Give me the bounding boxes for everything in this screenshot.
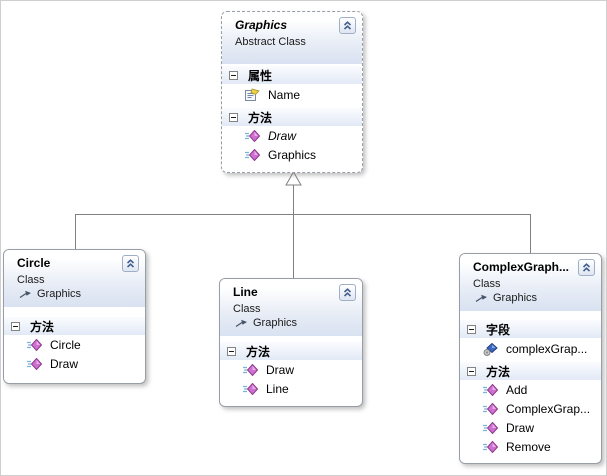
double-chevron-up-icon (123, 258, 139, 269)
collapse-button[interactable] (122, 255, 139, 272)
collapse-section-icon[interactable] (227, 346, 236, 356)
class-header: Circle Class Graphics (4, 250, 145, 307)
method-icon (482, 440, 498, 453)
section-header-methods[interactable]: 方法 (222, 108, 362, 126)
inheritance-connector[interactable] (75, 185, 531, 278)
member-name: Draw (268, 128, 297, 143)
method-icon (26, 357, 42, 370)
member-name: Add (506, 382, 528, 397)
base-type-name: Graphics (253, 317, 298, 329)
member-name: Circle (50, 337, 81, 352)
class-title: Circle (17, 256, 51, 270)
method-icon (482, 421, 498, 434)
member-name: Draw (50, 356, 79, 371)
section-header-fields[interactable]: 字段 (460, 320, 601, 338)
member-row-draw[interactable]: Draw (222, 126, 362, 145)
section-header-methods[interactable]: 方法 (220, 342, 362, 360)
class-kind-label: Class (473, 278, 501, 290)
base-type-name: Graphics (37, 288, 82, 300)
class-kind-label: Class (233, 303, 261, 315)
member-row-remove[interactable]: Remove (460, 437, 601, 456)
section-label-methods: 方法 (248, 110, 273, 125)
class-title: Graphics (235, 18, 288, 32)
class-title: ComplexGraph... (473, 260, 570, 274)
member-row-add[interactable]: Add (460, 380, 601, 399)
base-type-name: Graphics (493, 292, 538, 304)
section-label-methods: 方法 (246, 344, 271, 359)
member-name: Draw (506, 420, 535, 435)
class-kind-label: Class (17, 274, 45, 286)
method-icon (26, 338, 42, 351)
member-row-line[interactable]: Line (220, 379, 362, 398)
collapse-section-icon[interactable] (467, 324, 476, 334)
member-row-draw[interactable]: Draw (220, 360, 362, 379)
inherits-arrow-icon (473, 293, 489, 303)
member-row-draw[interactable]: Draw (4, 354, 145, 373)
method-icon (242, 382, 258, 395)
section-label-fields: 字段 (486, 322, 511, 337)
base-type-row: Graphics (233, 317, 358, 329)
class-box-complexgraphics[interactable]: ComplexGraph... Class Graphics 字段 complex… (459, 253, 602, 464)
member-row-name[interactable]: Name (222, 84, 362, 106)
inheritance-triangle-icon (285, 170, 302, 186)
section-label-methods: 方法 (30, 319, 55, 334)
double-chevron-up-icon (340, 287, 356, 298)
inherits-arrow-icon (233, 318, 249, 328)
section-label-methods: 方法 (486, 364, 511, 379)
collapse-section-icon[interactable] (467, 366, 476, 376)
inherits-arrow-icon (17, 289, 33, 299)
method-icon (482, 383, 498, 396)
member-row-circle[interactable]: Circle (4, 335, 145, 354)
method-icon (244, 148, 260, 161)
member-name: Graphics (268, 147, 317, 162)
member-name: Remove (506, 439, 551, 454)
double-chevron-up-icon (579, 262, 595, 273)
method-icon (482, 402, 498, 415)
class-title: Line (233, 285, 258, 299)
class-kind-label: Abstract Class (235, 36, 306, 48)
section-label-properties: 属性 (248, 68, 273, 83)
section-header-methods[interactable]: 方法 (4, 317, 145, 335)
base-type-row: Graphics (473, 292, 597, 304)
collapse-section-icon[interactable] (11, 321, 20, 331)
member-name: complexGrap... (506, 342, 588, 356)
collapse-section-icon[interactable] (229, 112, 238, 122)
member-row-complexgrap-[interactable]: ComplexGrap... (460, 399, 601, 418)
method-icon (244, 129, 260, 142)
member-name: ComplexGrap... (506, 401, 591, 416)
member-name: Line (266, 381, 289, 396)
class-header: Line Class Graphics (220, 279, 362, 336)
member-name: Draw (266, 362, 295, 377)
collapse-section-icon[interactable] (229, 70, 238, 80)
field-private-icon (482, 342, 498, 356)
member-row-draw[interactable]: Draw (460, 418, 601, 437)
member-row-complexgrap-[interactable]: complexGrap... (460, 338, 601, 360)
section-header-properties[interactable]: 属性 (222, 66, 362, 84)
section-header-methods[interactable]: 方法 (460, 362, 601, 380)
property-icon (244, 88, 260, 102)
collapse-button[interactable] (339, 17, 356, 34)
member-name: Name (268, 88, 301, 102)
double-chevron-up-icon (340, 20, 356, 31)
member-row-graphics[interactable]: Graphics (222, 145, 362, 164)
collapse-button[interactable] (578, 259, 595, 276)
base-type-row: Graphics (17, 288, 141, 300)
class-header: Graphics Abstract Class (222, 12, 362, 64)
collapse-button[interactable] (339, 284, 356, 301)
class-header: ComplexGraph... Class Graphics (460, 254, 601, 311)
method-icon (242, 363, 258, 376)
